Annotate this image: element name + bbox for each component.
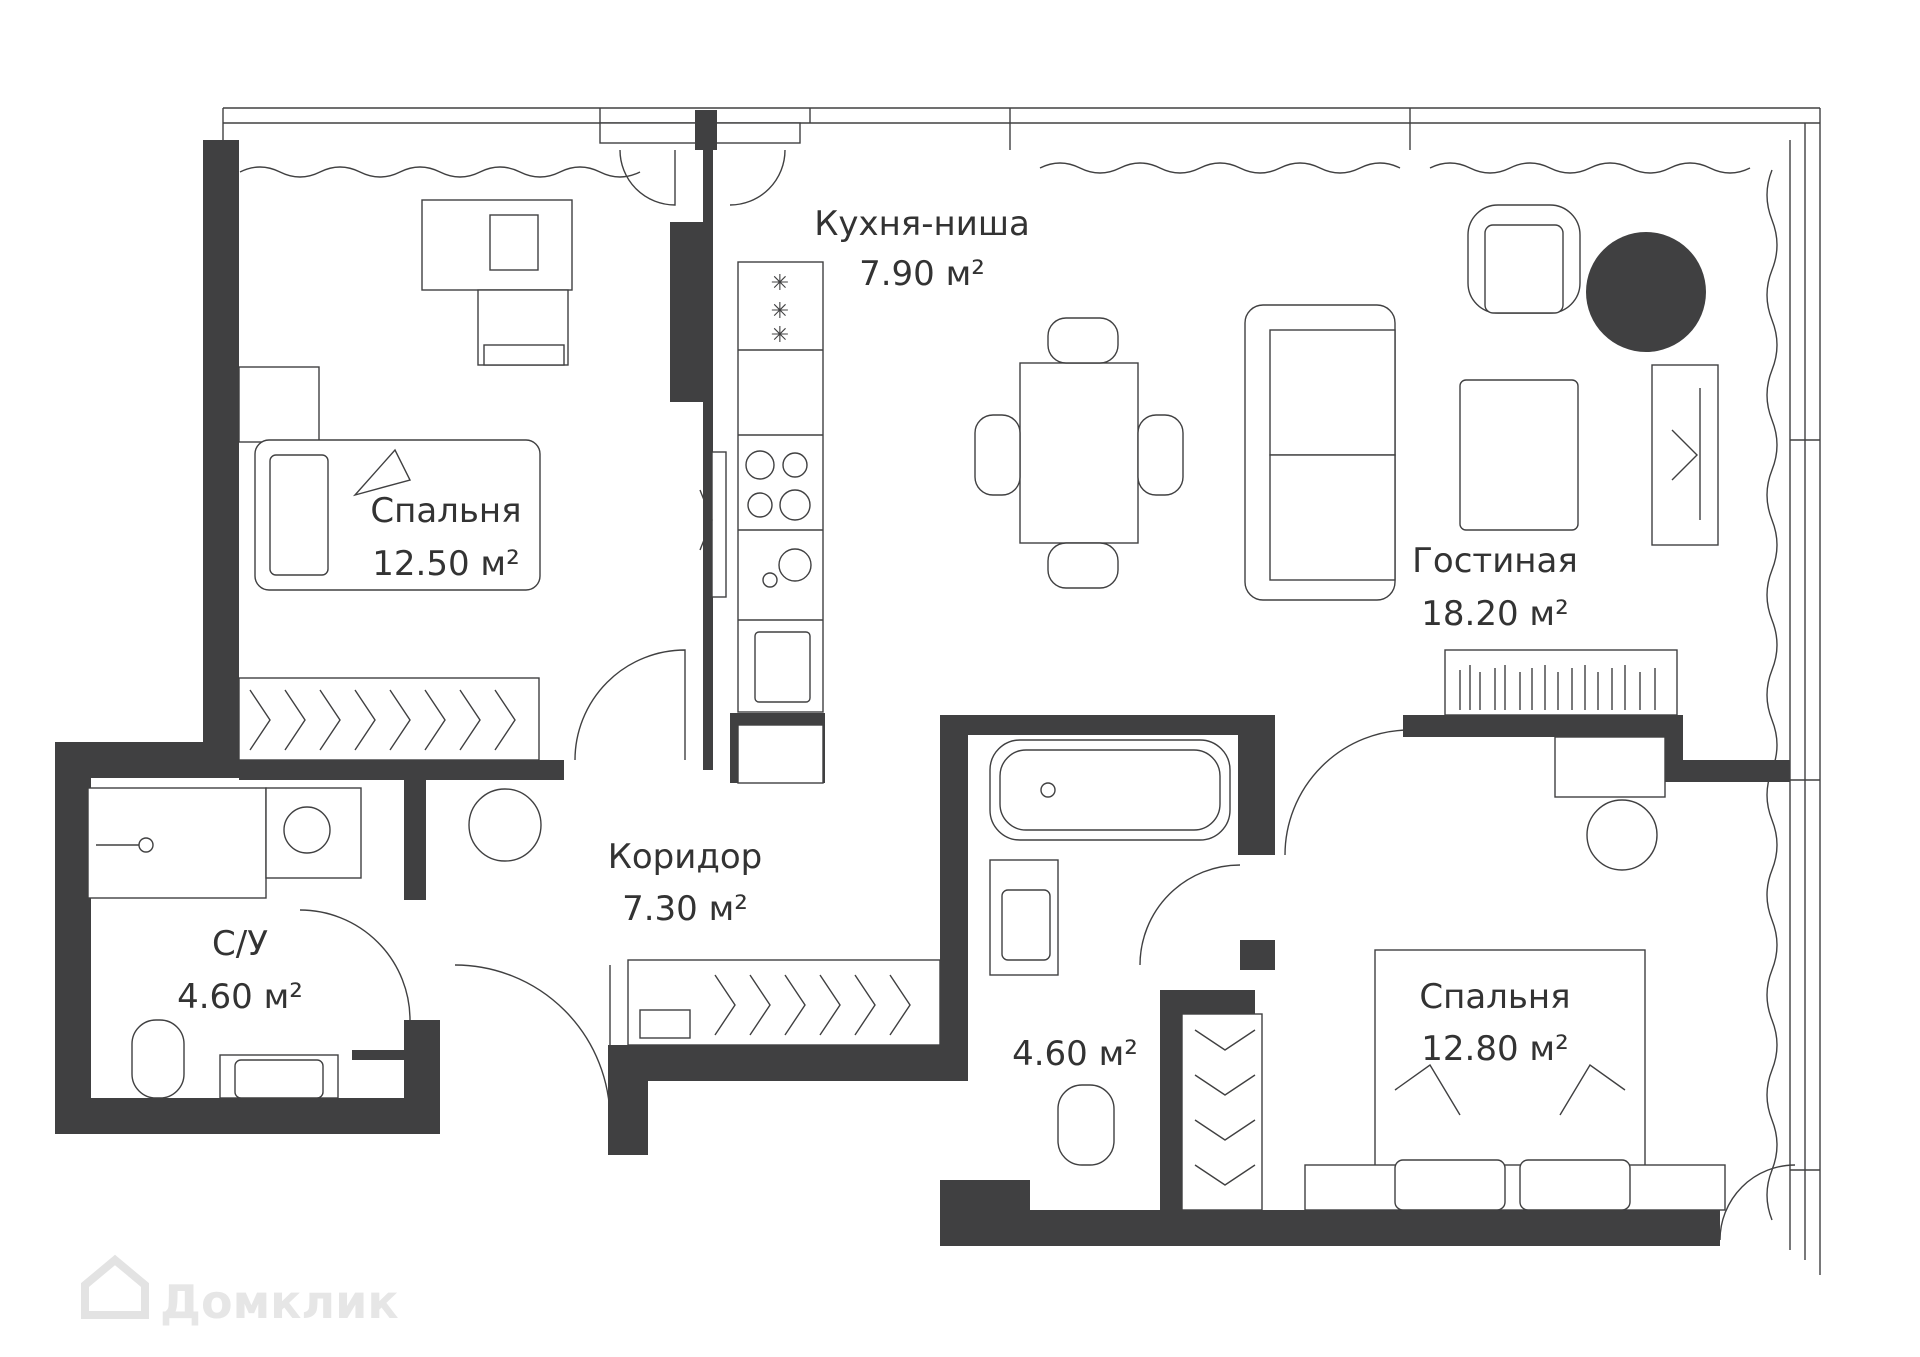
bookshelf (1444, 649, 1678, 716)
curtain-top-right (1429, 162, 1751, 174)
wardrobe-bedroom1 (238, 677, 540, 761)
double-bed (1304, 949, 1726, 1211)
bed-single (238, 366, 541, 591)
balcony-door-left (619, 149, 676, 206)
house-icon (81, 1254, 149, 1319)
wc-fixtures (87, 787, 362, 1099)
dining-table (974, 317, 1184, 589)
entrance-door (454, 964, 611, 1121)
watermark-text: Домклик (160, 1275, 399, 1329)
watermark: Домклик (81, 1254, 399, 1329)
balcony-door-bedroom2 (1719, 1164, 1796, 1241)
label-bedroom2-name: Спальня (1419, 977, 1570, 1017)
curtain-top-middle (1039, 162, 1401, 174)
svg-text:✳: ✳ (771, 323, 789, 348)
round-rug-corridor (468, 788, 542, 862)
label-living-name: Гостиная (1412, 541, 1578, 581)
tv-stand (1651, 364, 1719, 546)
door-bedroom1 (574, 649, 686, 761)
door-bathroom (1139, 864, 1241, 966)
coffee-table (1459, 379, 1579, 531)
label-bedroom2-area: 12.80 м² (1421, 1029, 1568, 1069)
label-bedroom1-name: Спальня (370, 491, 521, 531)
balcony-door-right (729, 149, 786, 206)
label-wc-area: 4.60 м² (177, 977, 303, 1017)
label-corridor-name: Коридор (608, 837, 763, 877)
door-wc (299, 909, 411, 1021)
curtain-right (1766, 169, 1778, 1221)
right-window-frame (1789, 108, 1821, 1275)
top-window-frame (222, 107, 1820, 150)
door-bedroom2 (1284, 729, 1411, 856)
round-rug-bedroom2 (1586, 799, 1658, 871)
curtain-top-left (239, 166, 641, 178)
dresser (1554, 736, 1666, 798)
wardrobe-bedroom2 (1181, 1013, 1263, 1211)
armchair (1467, 204, 1581, 314)
label-bathroom-area: 4.60 м² (1012, 1034, 1138, 1074)
label-corridor-area: 7.30 м² (622, 889, 748, 929)
round-lamp (1586, 232, 1706, 352)
walls (55, 110, 1790, 1246)
svg-text:✳: ✳ (771, 299, 789, 324)
kitchen-unit: ✳ ✳ ✳ (699, 261, 824, 784)
sofa (1244, 304, 1396, 601)
label-wc-name: С/У (212, 924, 268, 964)
label-kitchen-area: 7.90 м² (859, 254, 985, 294)
svg-text:✳: ✳ (771, 271, 789, 296)
label-kitchen-name: Кухня-ниша (814, 204, 1030, 244)
label-living-area: 18.20 м² (1421, 594, 1568, 634)
wardrobe-corridor (627, 959, 941, 1046)
label-bedroom1-area: 12.50 м² (372, 544, 519, 584)
bathroom-fixtures (989, 739, 1231, 1166)
desk (421, 199, 573, 366)
